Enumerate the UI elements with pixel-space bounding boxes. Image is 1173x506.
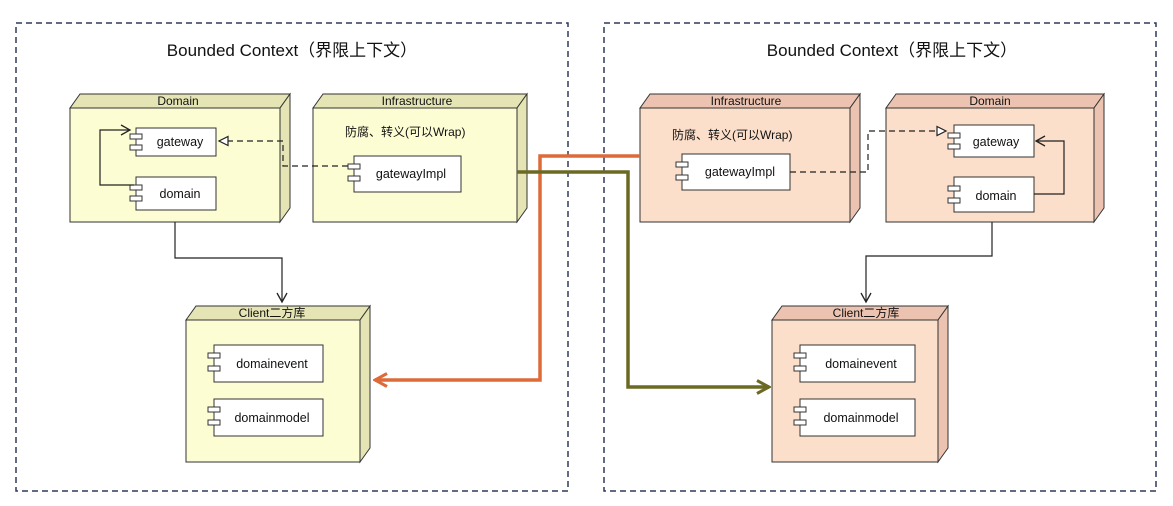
infrastructure-note-right: 防腐、转义(可以Wrap) <box>672 127 792 142</box>
domain-node-right[interactable]: Domain gateway domain <box>885 92 1105 224</box>
client-node-right[interactable]: Client二方库 domainevent domainmodel <box>771 304 949 464</box>
infrastructure-node-right[interactable]: Infrastructure 防腐、转义(可以Wrap) gatewayImpl <box>639 92 861 224</box>
context-title-left: Bounded Context（界限上下文） <box>167 41 417 60</box>
cross-context-arrow-olive <box>517 170 769 387</box>
component-domainmodel-right[interactable]: domainmodel <box>793 398 916 437</box>
domain-node-title-left: Domain <box>157 94 198 108</box>
context-frame-right <box>603 22 1157 492</box>
domain-to-gateway-arrow-left <box>99 124 134 186</box>
domain-node-title-right: Domain <box>969 94 1010 108</box>
component-gatewayimpl-right[interactable]: gatewayImpl <box>675 153 791 191</box>
component-label: gatewayImpl <box>705 165 775 179</box>
component-domainevent-right[interactable]: domainevent <box>793 344 916 383</box>
component-label: domain <box>160 187 201 201</box>
component-gateway-left[interactable]: gateway <box>129 127 217 157</box>
component-label: domainevent <box>825 357 897 371</box>
component-label: domainmodel <box>234 411 309 425</box>
bounded-context-right: Bounded Context（界限上下文） Infrastructure 防腐… <box>603 22 1157 492</box>
component-gatewayimpl-left[interactable]: gatewayImpl <box>347 155 462 193</box>
client-node-left[interactable]: Client二方库 domainevent domainmodel <box>185 304 371 464</box>
component-domainevent-left[interactable]: domainevent <box>207 344 324 383</box>
component-gateway-right[interactable]: gateway <box>947 124 1035 158</box>
component-domain-right[interactable]: domain <box>947 176 1035 213</box>
infrastructure-node-left[interactable]: Infrastructure 防腐、转义(可以Wrap) gatewayImpl <box>312 92 528 224</box>
infrastructure-node-title-right: Infrastructure <box>711 94 782 108</box>
infrastructure-note-left: 防腐、转义(可以Wrap) <box>345 124 465 139</box>
context-title-right: Bounded Context（界限上下文） <box>767 41 1017 60</box>
component-label: domainevent <box>236 357 308 371</box>
client-node-title-right: Client二方库 <box>833 305 900 320</box>
context-frame-left <box>15 22 569 492</box>
component-label: gatewayImpl <box>376 167 446 181</box>
bounded-context-left: Bounded Context（界限上下文） Domain gateway do… <box>15 22 569 492</box>
domain-node-left[interactable]: Domain gateway domain <box>69 92 291 224</box>
client-node-title-left: Client二方库 <box>239 305 306 320</box>
domain-to-client-arrow-left <box>174 222 288 304</box>
component-domain-left[interactable]: domain <box>129 176 217 211</box>
domain-to-gateway-arrow-right <box>1034 135 1065 195</box>
infrastructure-node-title-left: Infrastructure <box>382 94 453 108</box>
implements-arrow-left <box>217 135 348 167</box>
component-label: domain <box>976 189 1017 203</box>
component-label: domainmodel <box>823 411 898 425</box>
domain-to-client-arrow-right <box>860 222 993 304</box>
component-label: gateway <box>157 135 204 149</box>
component-domainmodel-left[interactable]: domainmodel <box>207 398 324 437</box>
component-label: gateway <box>973 135 1020 149</box>
cross-context-arrow-orange <box>375 154 640 380</box>
